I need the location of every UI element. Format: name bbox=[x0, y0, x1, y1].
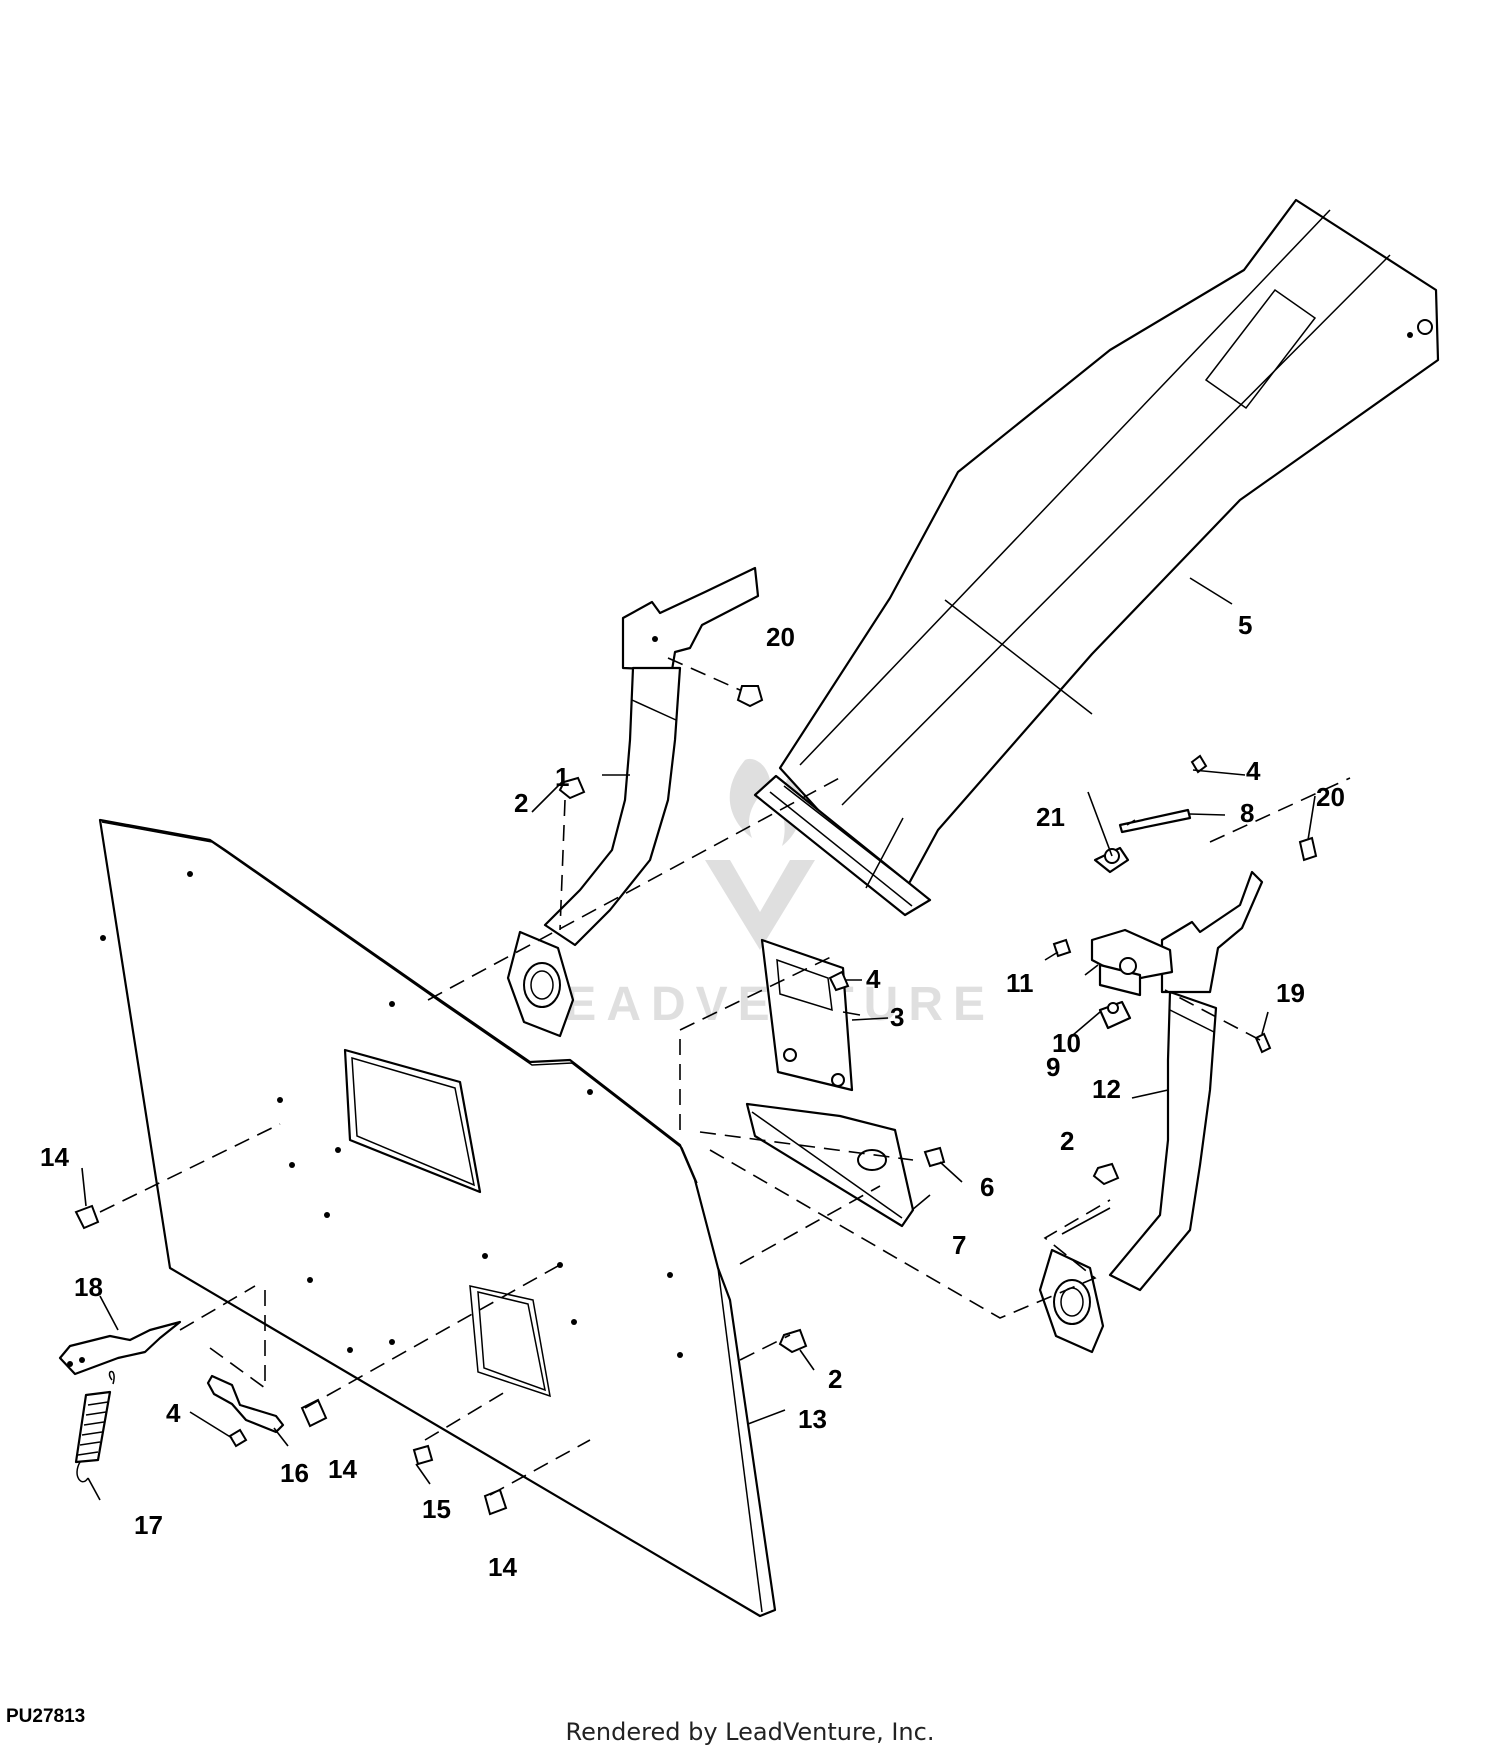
callout-2: 2 bbox=[1060, 1126, 1074, 1156]
callout-7: 7 bbox=[952, 1230, 966, 1260]
watermark-logo: LEADVENTURE bbox=[525, 758, 995, 1031]
callout-21: 21 bbox=[1036, 802, 1065, 832]
leader-lines bbox=[81, 577, 1316, 1501]
rod-part-16 bbox=[206, 1374, 285, 1434]
callout-1: 1 bbox=[555, 762, 569, 792]
spring-part-17 bbox=[74, 1370, 115, 1483]
callout-12: 12 bbox=[1092, 1074, 1121, 1104]
plate-part-3 bbox=[760, 938, 854, 1092]
callout-2: 2 bbox=[514, 788, 528, 818]
callout-16: 16 bbox=[280, 1458, 309, 1488]
callout-10: 10 bbox=[1052, 1028, 1081, 1058]
callout-15: 15 bbox=[422, 1494, 451, 1524]
back-plate-part-13 bbox=[98, 818, 777, 1618]
bracket-part-7 bbox=[745, 1102, 915, 1228]
callout-20: 20 bbox=[1316, 782, 1345, 812]
callout-14: 14 bbox=[328, 1454, 357, 1484]
callout-6: 6 bbox=[980, 1172, 994, 1202]
watermark-text: LEADVENTURE bbox=[525, 978, 995, 1031]
lever-part-18 bbox=[58, 1320, 182, 1376]
callout-17: 17 bbox=[134, 1510, 163, 1540]
left-support-part-1 bbox=[506, 566, 760, 1038]
callout-19: 19 bbox=[1276, 978, 1305, 1008]
callout-4: 4 bbox=[1246, 756, 1261, 786]
callout-20: 20 bbox=[766, 622, 795, 652]
callout-14: 14 bbox=[488, 1552, 517, 1582]
diagram-id: PU27813 bbox=[6, 1706, 86, 1727]
callout-13: 13 bbox=[798, 1404, 827, 1434]
chute-part-5 bbox=[753, 198, 1440, 917]
assembly-dashed-lines bbox=[99, 657, 1351, 1496]
callout-8: 8 bbox=[1240, 798, 1254, 828]
callout-5: 5 bbox=[1238, 610, 1252, 640]
callout-3: 3 bbox=[890, 1002, 904, 1032]
callout-14: 14 bbox=[40, 1142, 69, 1172]
callout-2: 2 bbox=[828, 1364, 842, 1394]
callout-4: 4 bbox=[166, 1398, 181, 1428]
callout-9: 9 bbox=[1046, 1052, 1060, 1082]
callout-labels: 1 2 3 4 5 20 4 20 8 21 11 10 19 9 12 2 6… bbox=[40, 610, 1345, 1582]
rendered-by-credit: Rendered by LeadVenture, Inc. bbox=[565, 1718, 935, 1746]
callout-18: 18 bbox=[74, 1272, 103, 1302]
callout-11: 11 bbox=[1006, 968, 1034, 998]
switch-bracket-assembly bbox=[1090, 808, 1192, 1030]
callout-4: 4 bbox=[866, 964, 881, 994]
